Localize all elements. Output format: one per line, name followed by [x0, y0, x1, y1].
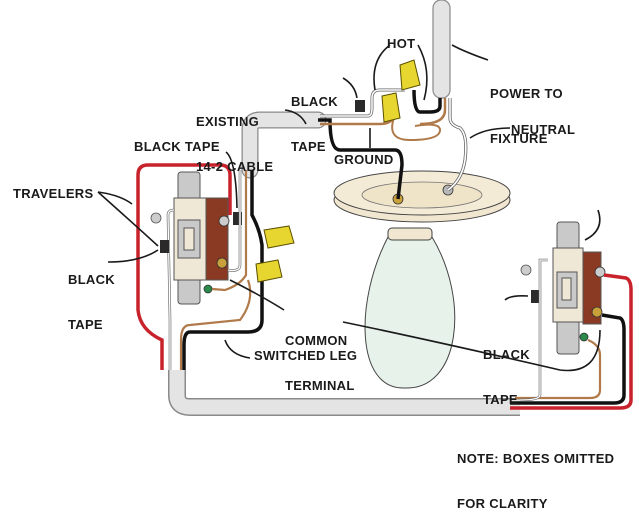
right-red-wire [510, 273, 633, 410]
left-three-way-switch [136, 163, 242, 370]
wire-nut-top-2 [381, 92, 401, 123]
note-line2: FOR CLARITY [457, 496, 548, 511]
label-black-tape-right-line1: BLACK [483, 347, 530, 362]
label-black-tape-left-switch: BLACK TAPE [134, 139, 220, 154]
label-black-tape-right: BLACK TAPE [483, 317, 530, 422]
label-ground: GROUND [334, 152, 394, 167]
label-black-tape-top-line2: TAPE [291, 139, 326, 154]
label-black-tape-top-line1: BLACK [291, 94, 338, 109]
black-tape-top [355, 100, 365, 112]
label-black-tape-top: BLACK TAPE [291, 64, 338, 169]
power-cable [432, 0, 451, 99]
right-black-wire [510, 313, 626, 405]
wire-nut-left-1 [263, 225, 295, 249]
label-travelers: TRAVELERS [13, 186, 94, 201]
black-tape-left-traveler [160, 240, 169, 253]
switched-leg-wire [182, 170, 264, 370]
wire-nut-top-1 [399, 59, 421, 91]
label-black-tape-right-line2: TAPE [483, 392, 518, 407]
label-hot: HOT [387, 36, 416, 51]
fixture-wires [318, 88, 468, 200]
existing-14-2-cable [241, 111, 327, 179]
note: NOTE: BOXES OMITTED FOR CLARITY [457, 421, 614, 526]
label-neutral: NEUTRAL [511, 122, 576, 137]
label-black-tape-left: BLACK TAPE [68, 242, 115, 347]
right-ground-wire [515, 338, 602, 400]
black-tape-left-top [233, 212, 242, 225]
black-tape-right [531, 290, 541, 303]
label-common-terminal-line1: COMMON [285, 333, 348, 348]
label-power-to-fixture-line1: POWER TO [490, 86, 563, 101]
label-black-tape-left-line2: TAPE [68, 317, 103, 332]
label-power-to-fixture-line2: FIXTURE [490, 131, 548, 146]
label-switched-leg: SWITCHED LEG [254, 348, 358, 363]
label-existing-cable-line2: 14-2 CABLE [196, 159, 274, 174]
wiring-diagram [97, 0, 633, 416]
label-power-to-fixture: POWER TO FIXTURE [490, 56, 563, 161]
light-fixture [333, 170, 511, 389]
label-common-terminal-line2: TERMINAL [285, 378, 355, 393]
label-black-tape-left-line1: BLACK [68, 272, 115, 287]
switch-loop-cable [168, 370, 520, 416]
note-line1: NOTE: BOXES OMITTED [457, 451, 615, 466]
label-existing-cable-line1: EXISTING [196, 114, 260, 129]
label-common-terminal: COMMON TERMINAL [285, 303, 355, 408]
leader-arrows [97, 44, 601, 372]
wire-nut-left-2 [255, 259, 283, 283]
right-three-way-switch [520, 221, 606, 355]
label-existing-cable: EXISTING 14-2 CABLE [196, 84, 273, 189]
